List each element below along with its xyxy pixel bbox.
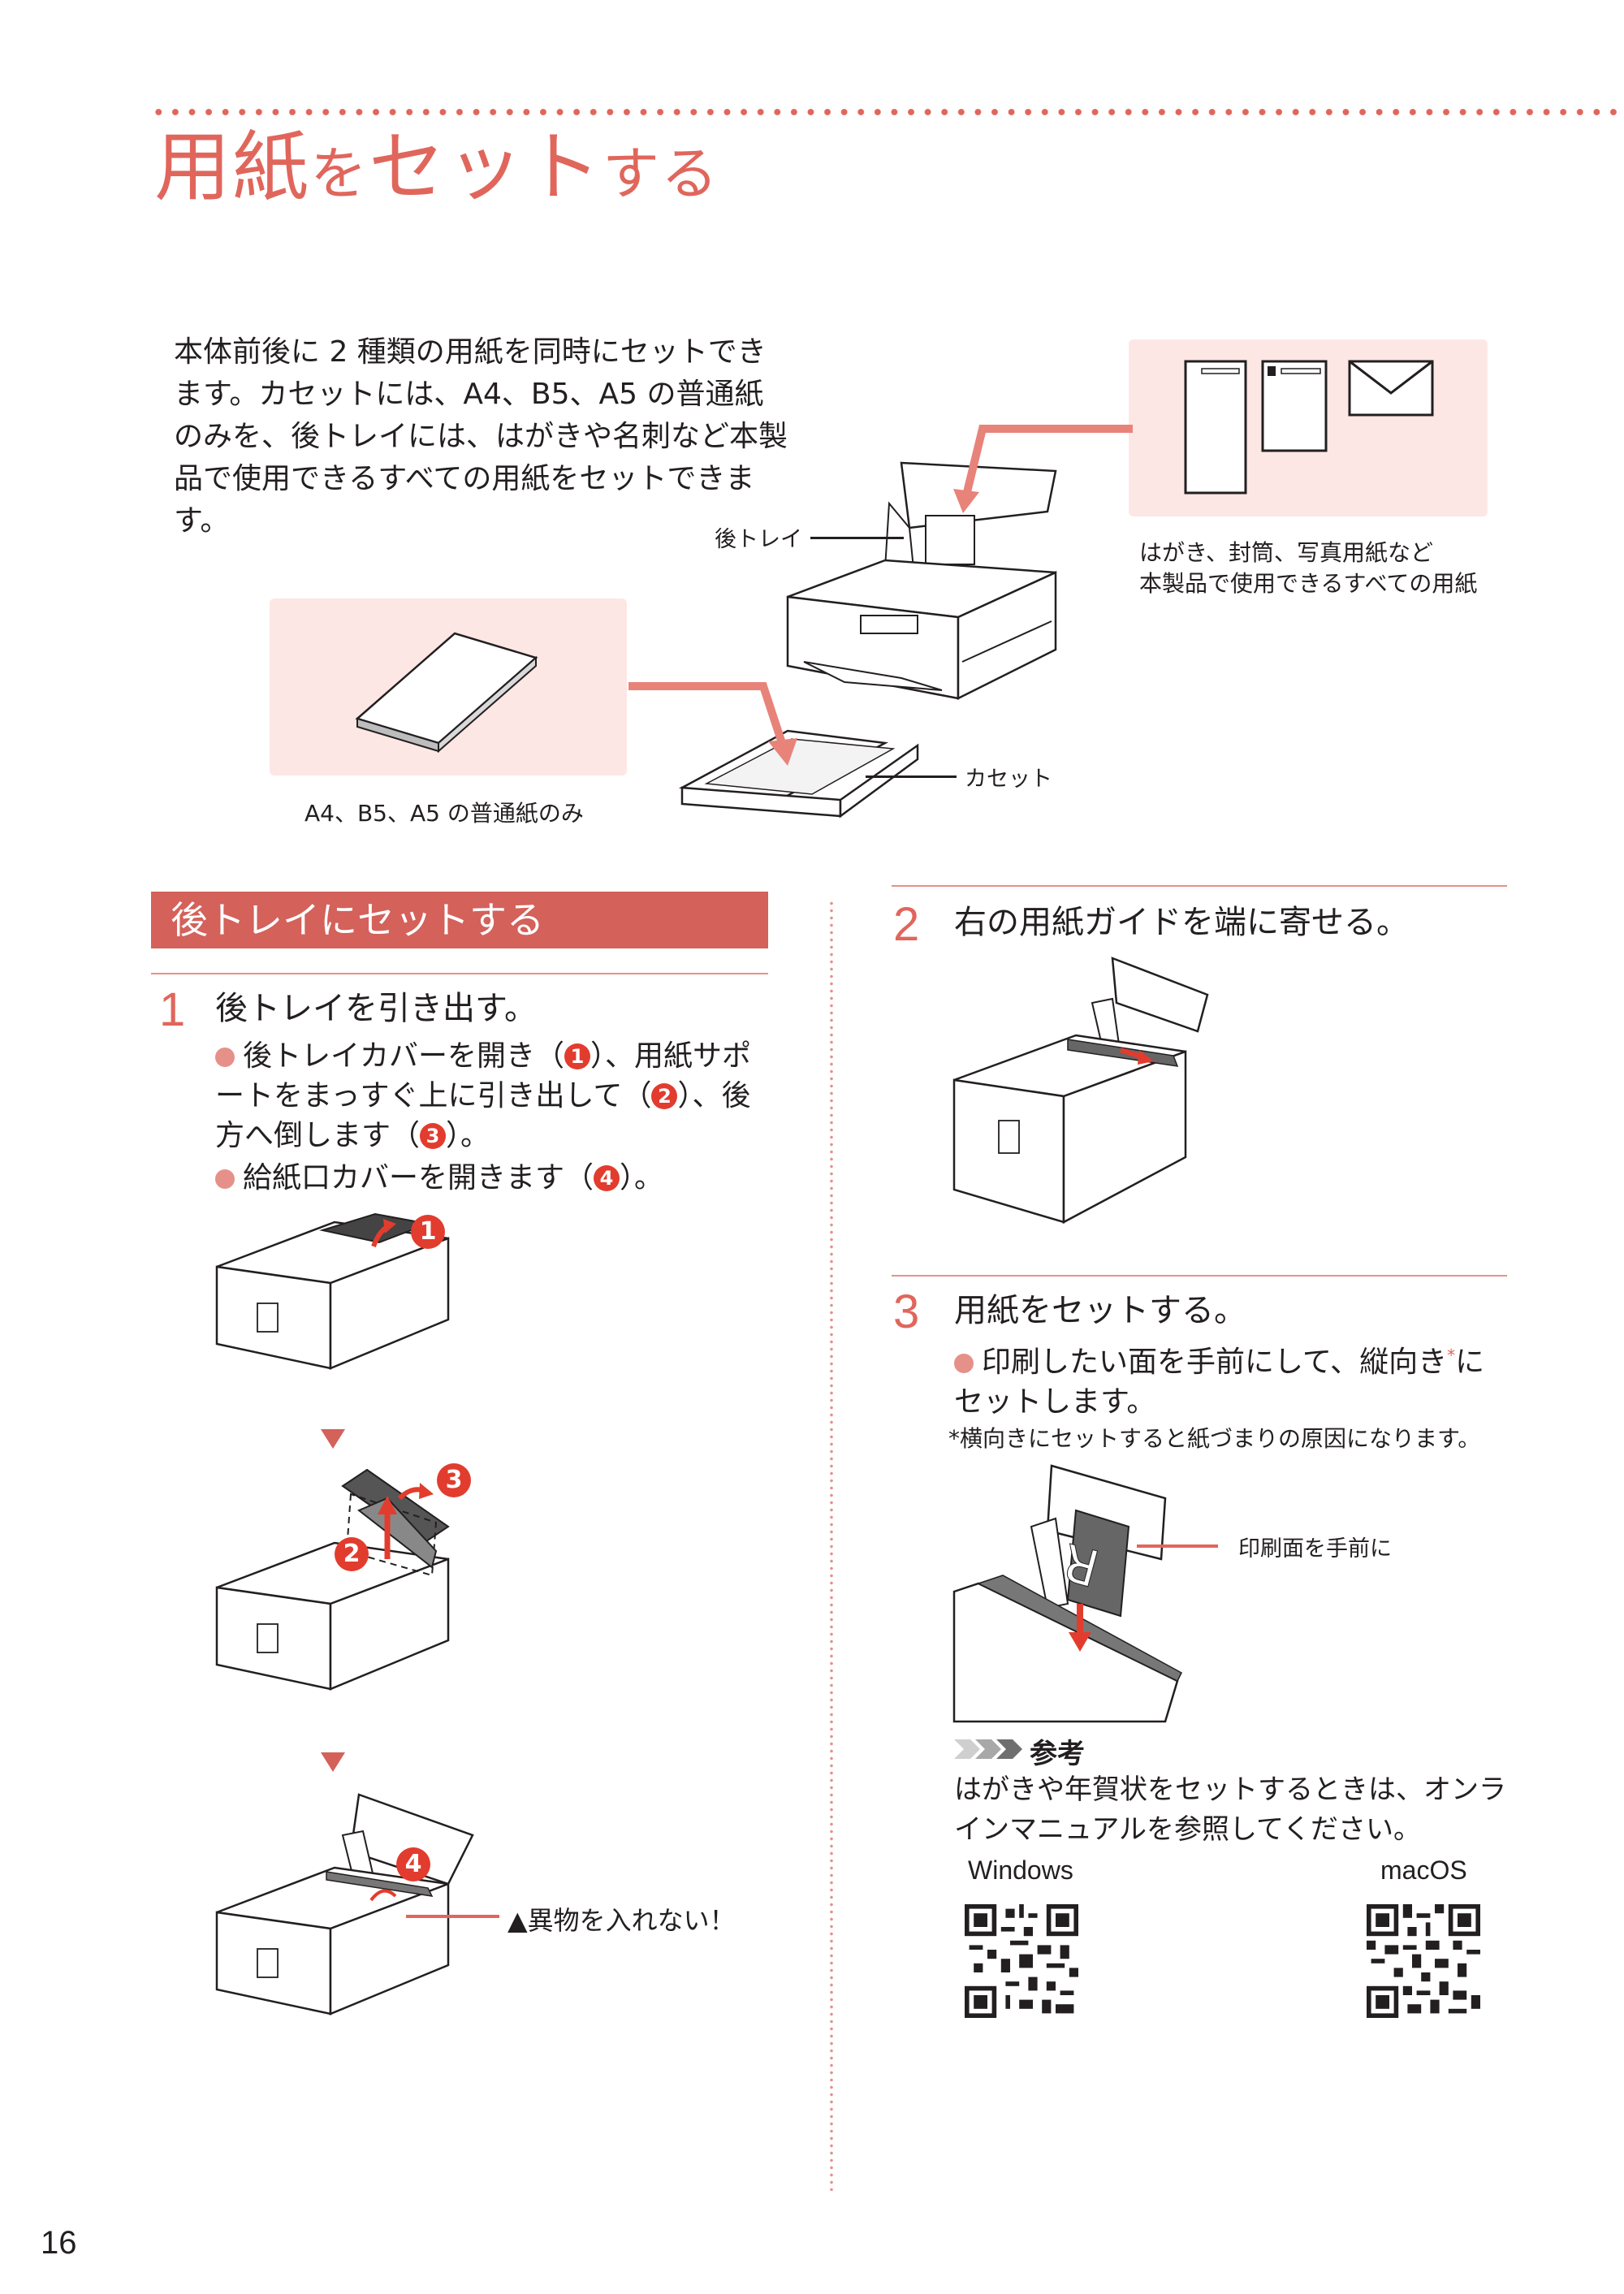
plain-paper-stack-icon [355,632,538,754]
flow-arrow-1 [321,1429,345,1449]
illustration-badge-1: 1 [411,1215,445,1249]
bullet-dot [215,1048,235,1067]
step2-title: 右の用紙ガイドを端に寄せる。 [954,904,1409,941]
note-heading: 参考 [1030,1738,1085,1770]
macos-label: macOS [1380,1856,1467,1885]
printer-cover-open-illustration [215,1212,450,1370]
number-badge-3: 3 [420,1123,447,1149]
step1-bullet2: 給紙口カバーを開きます（4）。 [215,1158,775,1198]
step3-number: 3 [893,1285,920,1338]
illustration-badge-4: 4 [396,1847,430,1881]
rear-tray-leader-line [810,537,904,539]
paper-load-illustration: R [952,1464,1182,1723]
step1-title: 後トレイを引き出す。 [215,990,537,1027]
warning-leader-line [406,1915,499,1918]
header-dotted-rule [150,106,1624,118]
step2-rule [892,885,1507,887]
paper-types-icon [1184,360,1434,495]
step3-rule [892,1275,1507,1277]
paper-support-raise-illustration [215,1468,450,1691]
intro-paragraph: 本体前後に 2 種類の用紙を同時にセットできます。カセットには、A4、B5、A5… [174,335,788,538]
step3-bullet: 印刷したい面を手前にして、縦向き*にセットします。 [954,1346,1485,1419]
printer-overview-illustration [678,461,1057,819]
macos-qr-code[interactable] [1367,1904,1480,2018]
cassette-paper-caption: A4、B5、A5 の普通紙のみ [304,800,584,827]
step1-bullet1: 後トレイカバーを開き（1）、用紙サポートをまっすぐ上に引き出して（2）、後方へ倒… [215,1039,752,1152]
number-badge-1: 1 [564,1043,591,1069]
rear-paper-caption-line2: 本製品で使用できるすべての用紙 [1139,570,1478,597]
warning-label: ▲異物を入れない！ [508,1905,736,1936]
page-number: 16 [41,2225,77,2261]
number-badge-4: 4 [594,1165,620,1191]
rear-tray-pointer-arrow [953,425,1133,513]
step1-number: 1 [159,983,186,1036]
cassette-pointer-arrow [628,682,797,766]
illustration-badge-2: 2 [335,1537,369,1571]
page-title: 用紙をセットする [154,123,720,212]
bullet-dot [215,1169,235,1189]
windows-label: Windows [968,1856,1073,1885]
windows-qr-code[interactable] [965,1904,1078,2018]
step3-title: 用紙をセットする。 [954,1292,1246,1329]
feed-slot-cover-open-illustration [215,1793,474,2015]
illustration-badge-3: 3 [437,1463,471,1497]
note-chevrons-icon [954,1739,1022,1759]
step3-footnote: *横向きにセットすると紙づまりの原因になります。 [948,1425,1481,1452]
flow-arrow-2 [321,1752,345,1772]
number-badge-2: 2 [651,1083,678,1109]
cassette-label: カセット [965,767,1052,792]
note-text: はがきや年賀状をセットするときは、オンラインマニュアルを参照してください。 [954,1773,1506,1846]
warning-icon: ▲ [508,1905,528,1936]
print-side-leader-line [1137,1544,1218,1548]
cassette-leader-line [866,775,957,778]
step1-rule [151,973,768,974]
column-divider [830,900,833,2191]
paper-guide-slide-illustration [952,957,1209,1225]
rear-paper-caption-line1: はがき、封筒、写真用紙など [1139,539,1434,566]
step2-number: 2 [893,898,920,951]
print-side-label: 印刷面を手前に [1238,1536,1392,1562]
rear-tray-label: 後トレイ [715,527,802,552]
section-title-bar: 後トレイにセットする [151,892,768,948]
bullet-dot [954,1354,974,1373]
